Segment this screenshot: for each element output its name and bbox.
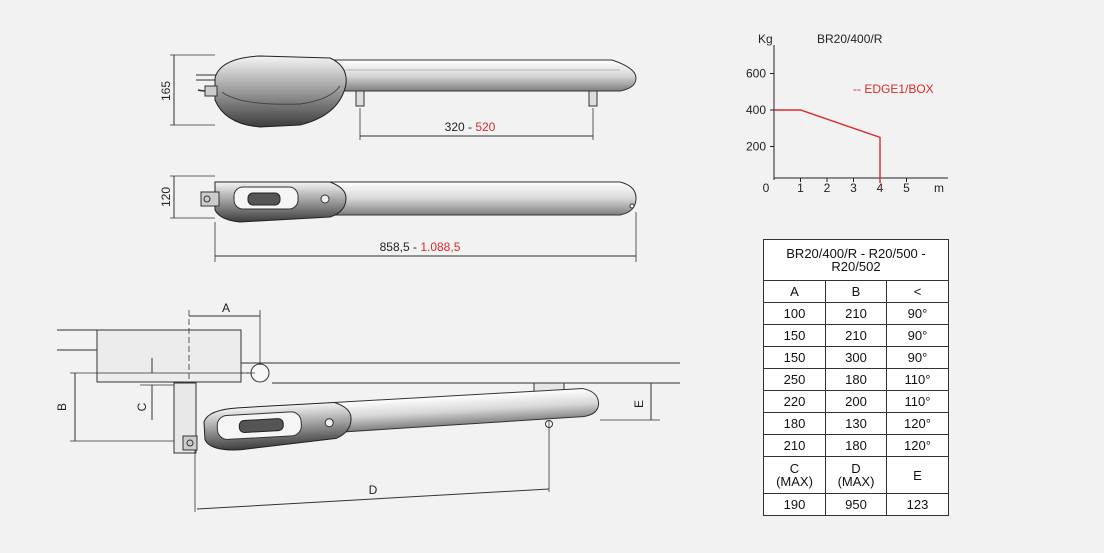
table-cell: 220 [763, 390, 826, 413]
table-cell: 123 [886, 493, 949, 516]
x-tick-label: 4 [877, 181, 884, 195]
height-120-label: 120 [159, 187, 173, 207]
rear-bracket [355, 90, 365, 107]
table-header-a: A [763, 280, 826, 303]
dimension-b-label: B [55, 403, 69, 411]
length-dimension-label: 858,5 - 1.088,5 [380, 240, 461, 254]
table-cell: 90° [886, 302, 949, 325]
actuator-tube [317, 59, 637, 92]
x-tick-label: 0 [763, 181, 770, 195]
y-tick-label: 200 [746, 140, 766, 154]
table-cell: 300 [825, 346, 887, 369]
x-tick-label: 1 [797, 181, 804, 195]
table-cell: 90° [886, 346, 949, 369]
table-header-angle: < [886, 280, 949, 303]
dimension-e-label: E [632, 400, 646, 408]
table-cell: 150 [763, 346, 826, 369]
table-header-e: E [886, 456, 949, 494]
table-cell: 190 [763, 493, 826, 516]
dimension-d-label: D [369, 483, 378, 497]
table-cell: 200 [825, 390, 887, 413]
table-title: BR20/400/R - R20/500 - R20/502 [763, 239, 949, 281]
pillar [96, 329, 242, 383]
table-cell: 210 [825, 302, 887, 325]
table-cell: 110° [886, 390, 949, 413]
x-tick-label: 2 [824, 181, 831, 195]
dimension-a-label: A [222, 301, 230, 315]
table-cell: 90° [886, 324, 949, 347]
table-cell: 180 [825, 368, 887, 391]
table-cell: 120° [886, 434, 949, 457]
series-line [774, 109, 881, 183]
table-cell: 950 [825, 493, 887, 516]
table-header-row: A B < [763, 280, 949, 303]
table-cell: 250 [763, 368, 826, 391]
table-max-header-row: C (MAX) D (MAX) E [763, 456, 949, 494]
table-header-b: B [825, 280, 887, 303]
table-cell: 100 [763, 302, 826, 325]
table-cell: 110° [886, 368, 949, 391]
table-cell: 210 [763, 434, 826, 457]
table-header-d-max: D (MAX) [825, 456, 887, 494]
table-cell: 120° [886, 412, 949, 435]
table-cell: 130 [825, 412, 887, 435]
chart-title: BR20/400/R [817, 32, 883, 46]
y-tick-label: 400 [746, 103, 766, 117]
motor-housing [214, 55, 347, 128]
actuator-plan-view: 120 858,5 - 1.088,5 [159, 175, 637, 262]
load-chart: Kg BR20/400/R m -- EDGE1/BOX 0 1 2 3 4 5 200 40… [746, 32, 948, 195]
chart-legend: -- EDGE1/BOX [853, 82, 934, 96]
table-header-c-max: C (MAX) [763, 456, 826, 494]
table-cell: 180 [825, 434, 887, 457]
table-cell: 150 [763, 324, 826, 347]
installation-diagram: A B C D E [55, 301, 680, 512]
y-tick-label: 600 [746, 67, 766, 81]
table-max-values-row: 190 950 123 [763, 493, 949, 516]
chart-x-unit: m [934, 181, 944, 195]
actuator-elevation-view: 165 320 - 520 [159, 54, 637, 140]
table-cell: 210 [825, 324, 887, 347]
front-bracket [588, 90, 598, 107]
chart-y-unit: Kg [758, 32, 773, 46]
dimension-table: BR20/400/R - R20/500 - R20/502 A B < 100… [763, 239, 949, 516]
span-dimension-label: 320 - 520 [445, 120, 496, 134]
x-tick-label: 5 [903, 181, 910, 195]
height-165-label: 165 [159, 81, 173, 101]
x-tick-label: 3 [850, 181, 857, 195]
table-cell: 180 [763, 412, 826, 435]
dimension-c-label: C [135, 402, 149, 411]
